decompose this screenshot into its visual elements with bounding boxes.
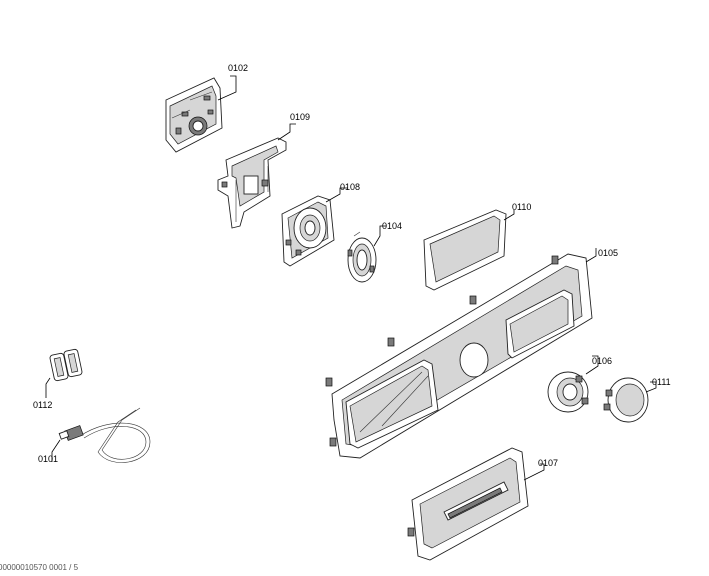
leader-0112 bbox=[45, 377, 51, 398]
leader-0104 bbox=[373, 225, 386, 247]
label-0110: 0110 bbox=[512, 202, 531, 212]
leader-0105 bbox=[585, 248, 597, 263]
label-0108: 0108 bbox=[340, 182, 360, 192]
part-0107-drawer-front[interactable] bbox=[407, 447, 529, 561]
leader-0111 bbox=[645, 381, 657, 393]
part-0110-display-window[interactable] bbox=[423, 209, 507, 291]
part-0104-ring[interactable] bbox=[347, 231, 377, 283]
part-0112-clip[interactable] bbox=[49, 348, 83, 382]
leader-0101 bbox=[51, 439, 61, 462]
label-0101: 0101 bbox=[38, 454, 58, 464]
label-0107: 0107 bbox=[538, 458, 558, 468]
leader-0107 bbox=[523, 463, 545, 481]
label-0106: 0106 bbox=[592, 356, 612, 366]
footer-text: 00000010570 0001 / 5 bbox=[0, 563, 79, 572]
part-0109-bracket[interactable] bbox=[217, 137, 287, 229]
leader-0109 bbox=[277, 123, 296, 141]
part-0106-knob-ring[interactable] bbox=[547, 371, 589, 413]
leader-0106 bbox=[585, 355, 599, 375]
label-0112: 0112 bbox=[33, 400, 52, 410]
part-0111-knob-cap[interactable] bbox=[603, 377, 649, 423]
leader-0110 bbox=[503, 210, 515, 221]
label-0109: 0109 bbox=[290, 112, 310, 122]
leader-0108 bbox=[325, 187, 348, 203]
part-0102-control-board[interactable] bbox=[165, 77, 223, 153]
part-0108-selector-housing[interactable] bbox=[281, 195, 335, 267]
label-0105: 0105 bbox=[598, 248, 618, 258]
leader-0102 bbox=[217, 75, 237, 101]
label-0104: 0104 bbox=[382, 221, 402, 231]
label-0111: 0111 bbox=[652, 377, 671, 387]
label-0102: 0102 bbox=[228, 63, 248, 73]
part-0101-cable-harness[interactable] bbox=[58, 407, 151, 463]
part-0105-control-panel[interactable] bbox=[325, 253, 593, 459]
